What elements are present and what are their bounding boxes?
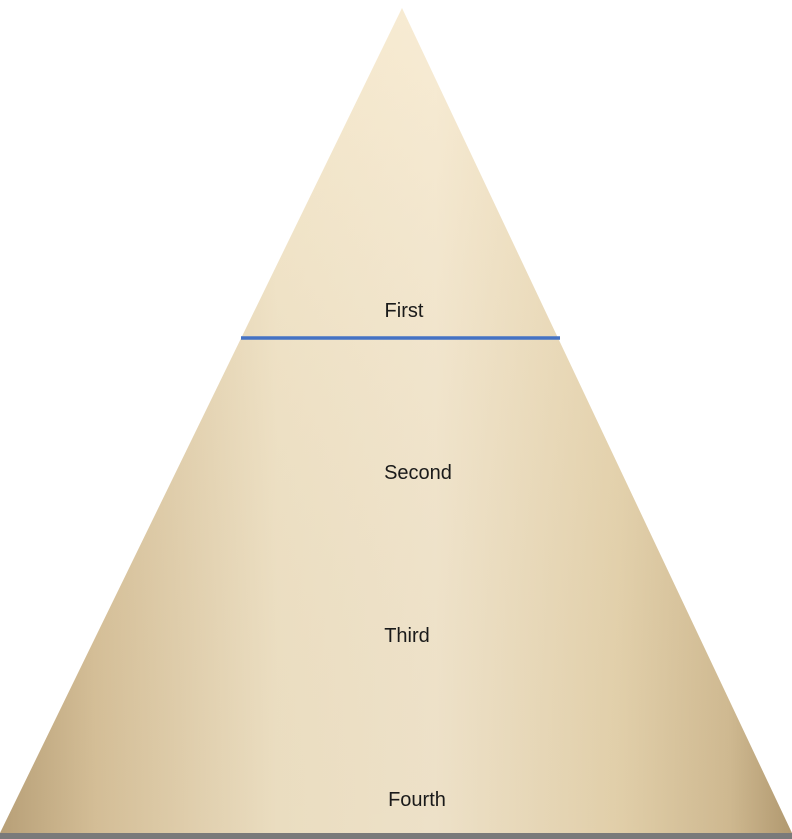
cone-shade (0, 8, 792, 833)
tier-label-fourth: Fourth (388, 790, 446, 810)
tier-label-third: Third (384, 626, 430, 646)
tier-label-first: First (385, 301, 424, 321)
tier-label-second: Second (384, 463, 452, 483)
cone-base-edge (0, 833, 792, 839)
